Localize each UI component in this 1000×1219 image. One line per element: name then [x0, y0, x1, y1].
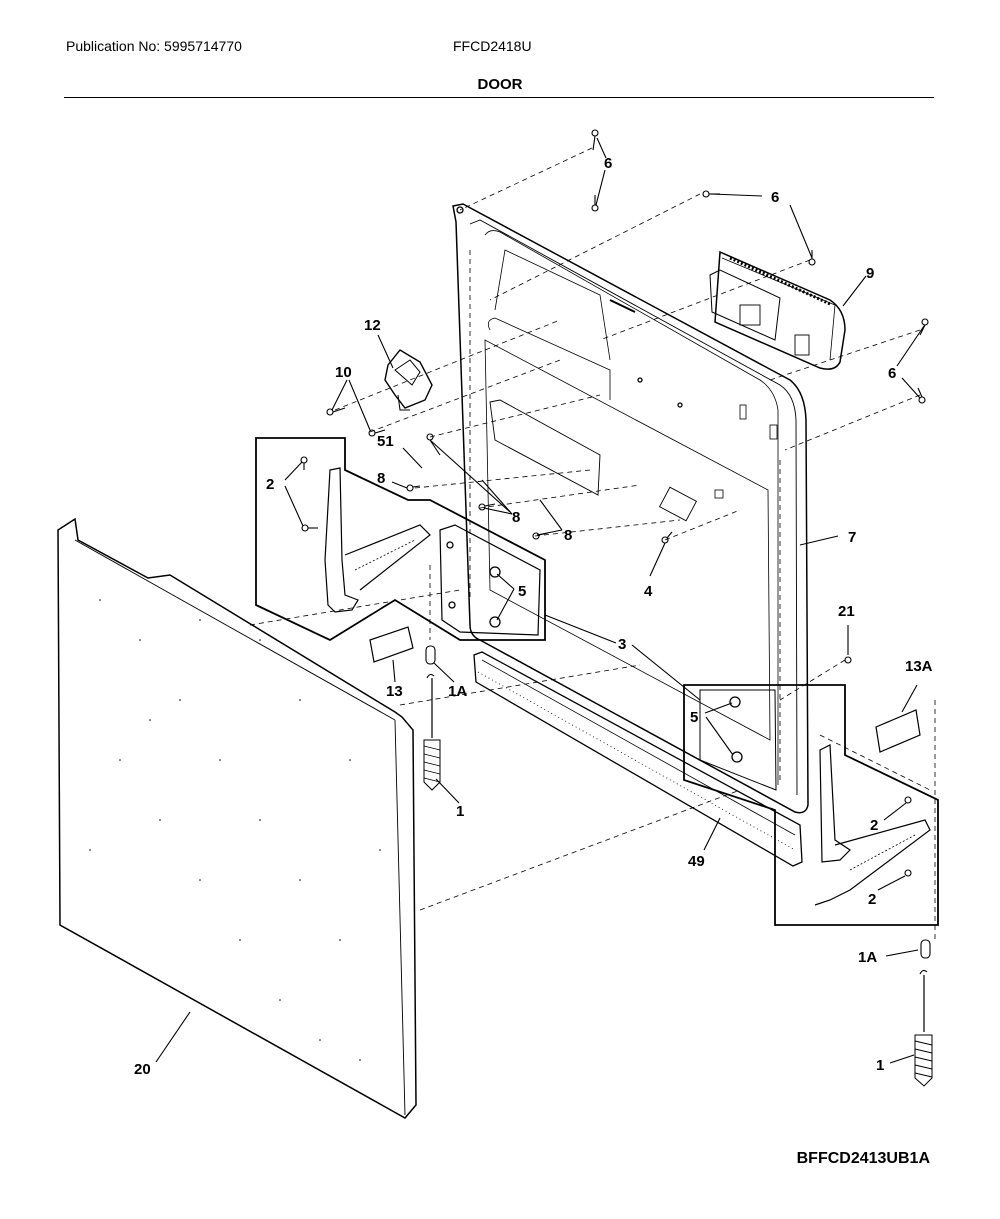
callout-8: 8 — [512, 509, 520, 526]
callout-49: 49 — [688, 853, 705, 870]
callout-2: 2 — [870, 817, 878, 834]
callout-7: 7 — [848, 529, 856, 546]
callout-4: 4 — [644, 583, 653, 600]
callout-51: 51 — [377, 433, 394, 450]
callout-2: 2 — [266, 476, 274, 493]
callout-13a: 13A — [905, 658, 933, 675]
callout-3: 3 — [618, 636, 626, 653]
callout-21: 21 — [838, 603, 855, 620]
model-number: FFCD2418U — [453, 38, 532, 54]
header-rule — [64, 97, 934, 98]
diagram-code: BFFCD2413UB1A — [796, 1150, 930, 1167]
callout-1: 1 — [456, 803, 464, 820]
callout-1a: 1A — [448, 683, 467, 700]
callout-6: 6 — [604, 155, 612, 172]
callout-13: 13 — [386, 683, 403, 700]
callout-6: 6 — [771, 189, 779, 206]
callout-6: 6 — [888, 365, 896, 382]
publication-number: Publication No: 5995714770 — [66, 38, 242, 54]
section-title: DOOR — [477, 76, 523, 93]
callout-1: 1 — [876, 1057, 884, 1074]
callout-1a: 1A — [858, 949, 877, 966]
callout-8: 8 — [564, 527, 572, 544]
callout-9: 9 — [866, 265, 874, 282]
callout-12: 12 — [364, 317, 381, 334]
callout-8: 8 — [377, 470, 385, 487]
callout-10: 10 — [335, 364, 352, 381]
callout-5: 5 — [518, 583, 526, 600]
callout-20: 20 — [134, 1061, 151, 1078]
callout-5: 5 — [690, 709, 698, 726]
callout-2: 2 — [868, 891, 876, 908]
